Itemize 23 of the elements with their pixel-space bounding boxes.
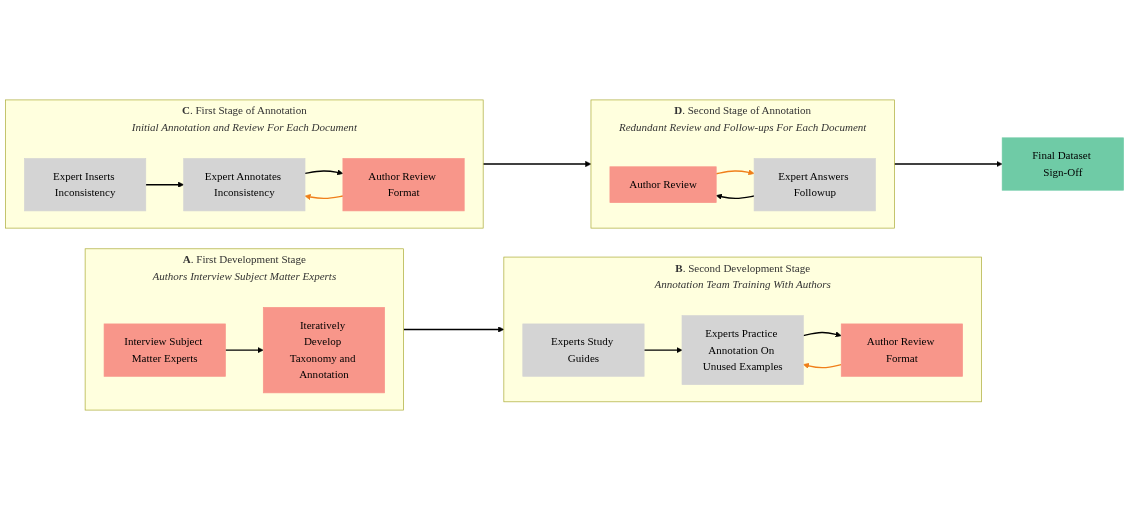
node-box: Author Review Format bbox=[342, 158, 465, 212]
arrow bbox=[803, 362, 842, 369]
node-box: Author Review Format bbox=[840, 323, 963, 377]
node-box: Interview Subject Matter Experts bbox=[103, 323, 226, 377]
arrow bbox=[402, 326, 505, 333]
arrow bbox=[304, 194, 344, 200]
arrow bbox=[224, 347, 264, 354]
node-box: Author Review bbox=[609, 166, 717, 203]
node-box: Expert Inserts Inconsistency bbox=[24, 158, 147, 212]
arrow bbox=[802, 331, 842, 338]
node-box: Iteratively Develop Taxonomy and Annotation bbox=[262, 307, 385, 394]
node-box: Experts Study Guides bbox=[522, 323, 645, 377]
arrow bbox=[482, 161, 592, 168]
node-box: Expert Annotates Inconsistency bbox=[183, 158, 306, 212]
arrow bbox=[715, 169, 755, 176]
arrow bbox=[715, 193, 755, 200]
arrow bbox=[643, 347, 683, 354]
node-box: Expert Answers Followup bbox=[753, 158, 876, 212]
node-box: Experts Practice Annotation On Unused Examples bbox=[681, 315, 804, 385]
arrow bbox=[893, 161, 1003, 168]
arrow bbox=[145, 181, 184, 188]
node-box: Final Dataset Sign-Off bbox=[1001, 137, 1124, 191]
arrow bbox=[304, 169, 344, 176]
